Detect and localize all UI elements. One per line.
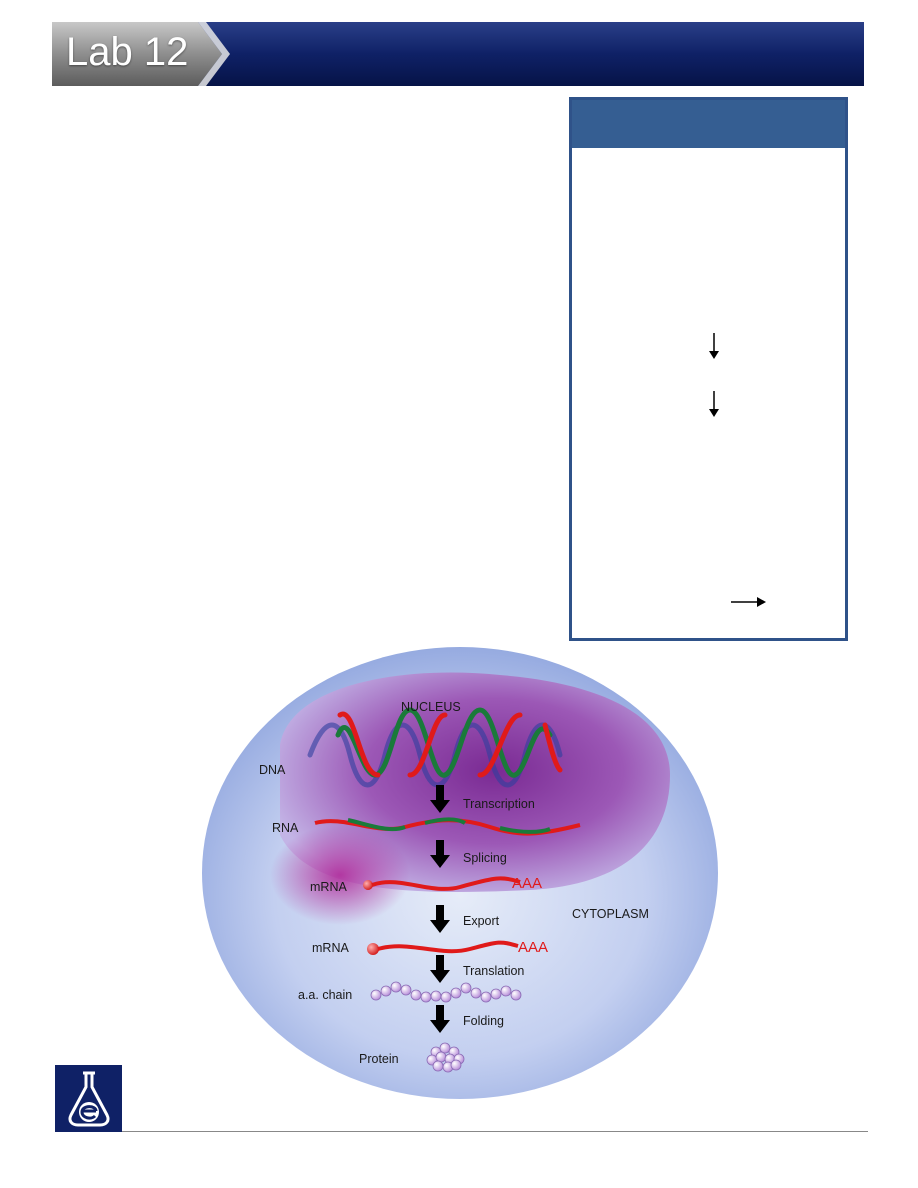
cytoplasm-label: CYTOPLASM [572,907,649,921]
down-arrow-icon [430,1005,450,1033]
cell-illustration: NUCLEUS DNA RNA mRNA mRNA a.a. chain Pro… [202,647,718,1099]
header-background [52,22,864,86]
central-dogma-diagram: NUCLEUS DNA RNA mRNA mRNA a.a. chain Pro… [200,645,720,1100]
nucleus-label: NUCLEUS [401,700,461,714]
down-arrow-icon [430,955,450,983]
aa-chain-label: a.a. chain [298,988,352,1002]
lab-header-banner: Lab 12 [52,22,864,86]
mrna-label-nucleus: mRNA [310,880,347,894]
right-arrow-icon [731,597,766,607]
protein-label: Protein [359,1052,399,1066]
footer-divider [122,1131,868,1132]
down-arrow-icon [430,785,450,813]
step-translation: Translation [463,964,524,978]
rna-label: RNA [272,821,299,835]
step-export: Export [463,914,500,928]
down-arrow-icon [709,391,719,417]
poly-a-tail-2: AAA [518,939,548,956]
mrna-label-cytoplasm: mRNA [312,941,349,955]
step-transcription: Transcription [463,797,535,811]
dna-label: DNA [259,763,286,777]
step-folding: Folding [463,1014,504,1028]
lab-title: Lab 12 [66,30,189,74]
sidebar-header [572,100,845,148]
down-arrow-icon [430,840,450,868]
step-splicing: Splicing [463,851,507,865]
sidebar-box [569,97,848,641]
flask-e-logo-icon [55,1065,122,1132]
poly-a-tail-1: AAA [512,875,542,892]
down-arrow-icon [430,905,450,933]
down-arrow-icon [709,333,719,359]
